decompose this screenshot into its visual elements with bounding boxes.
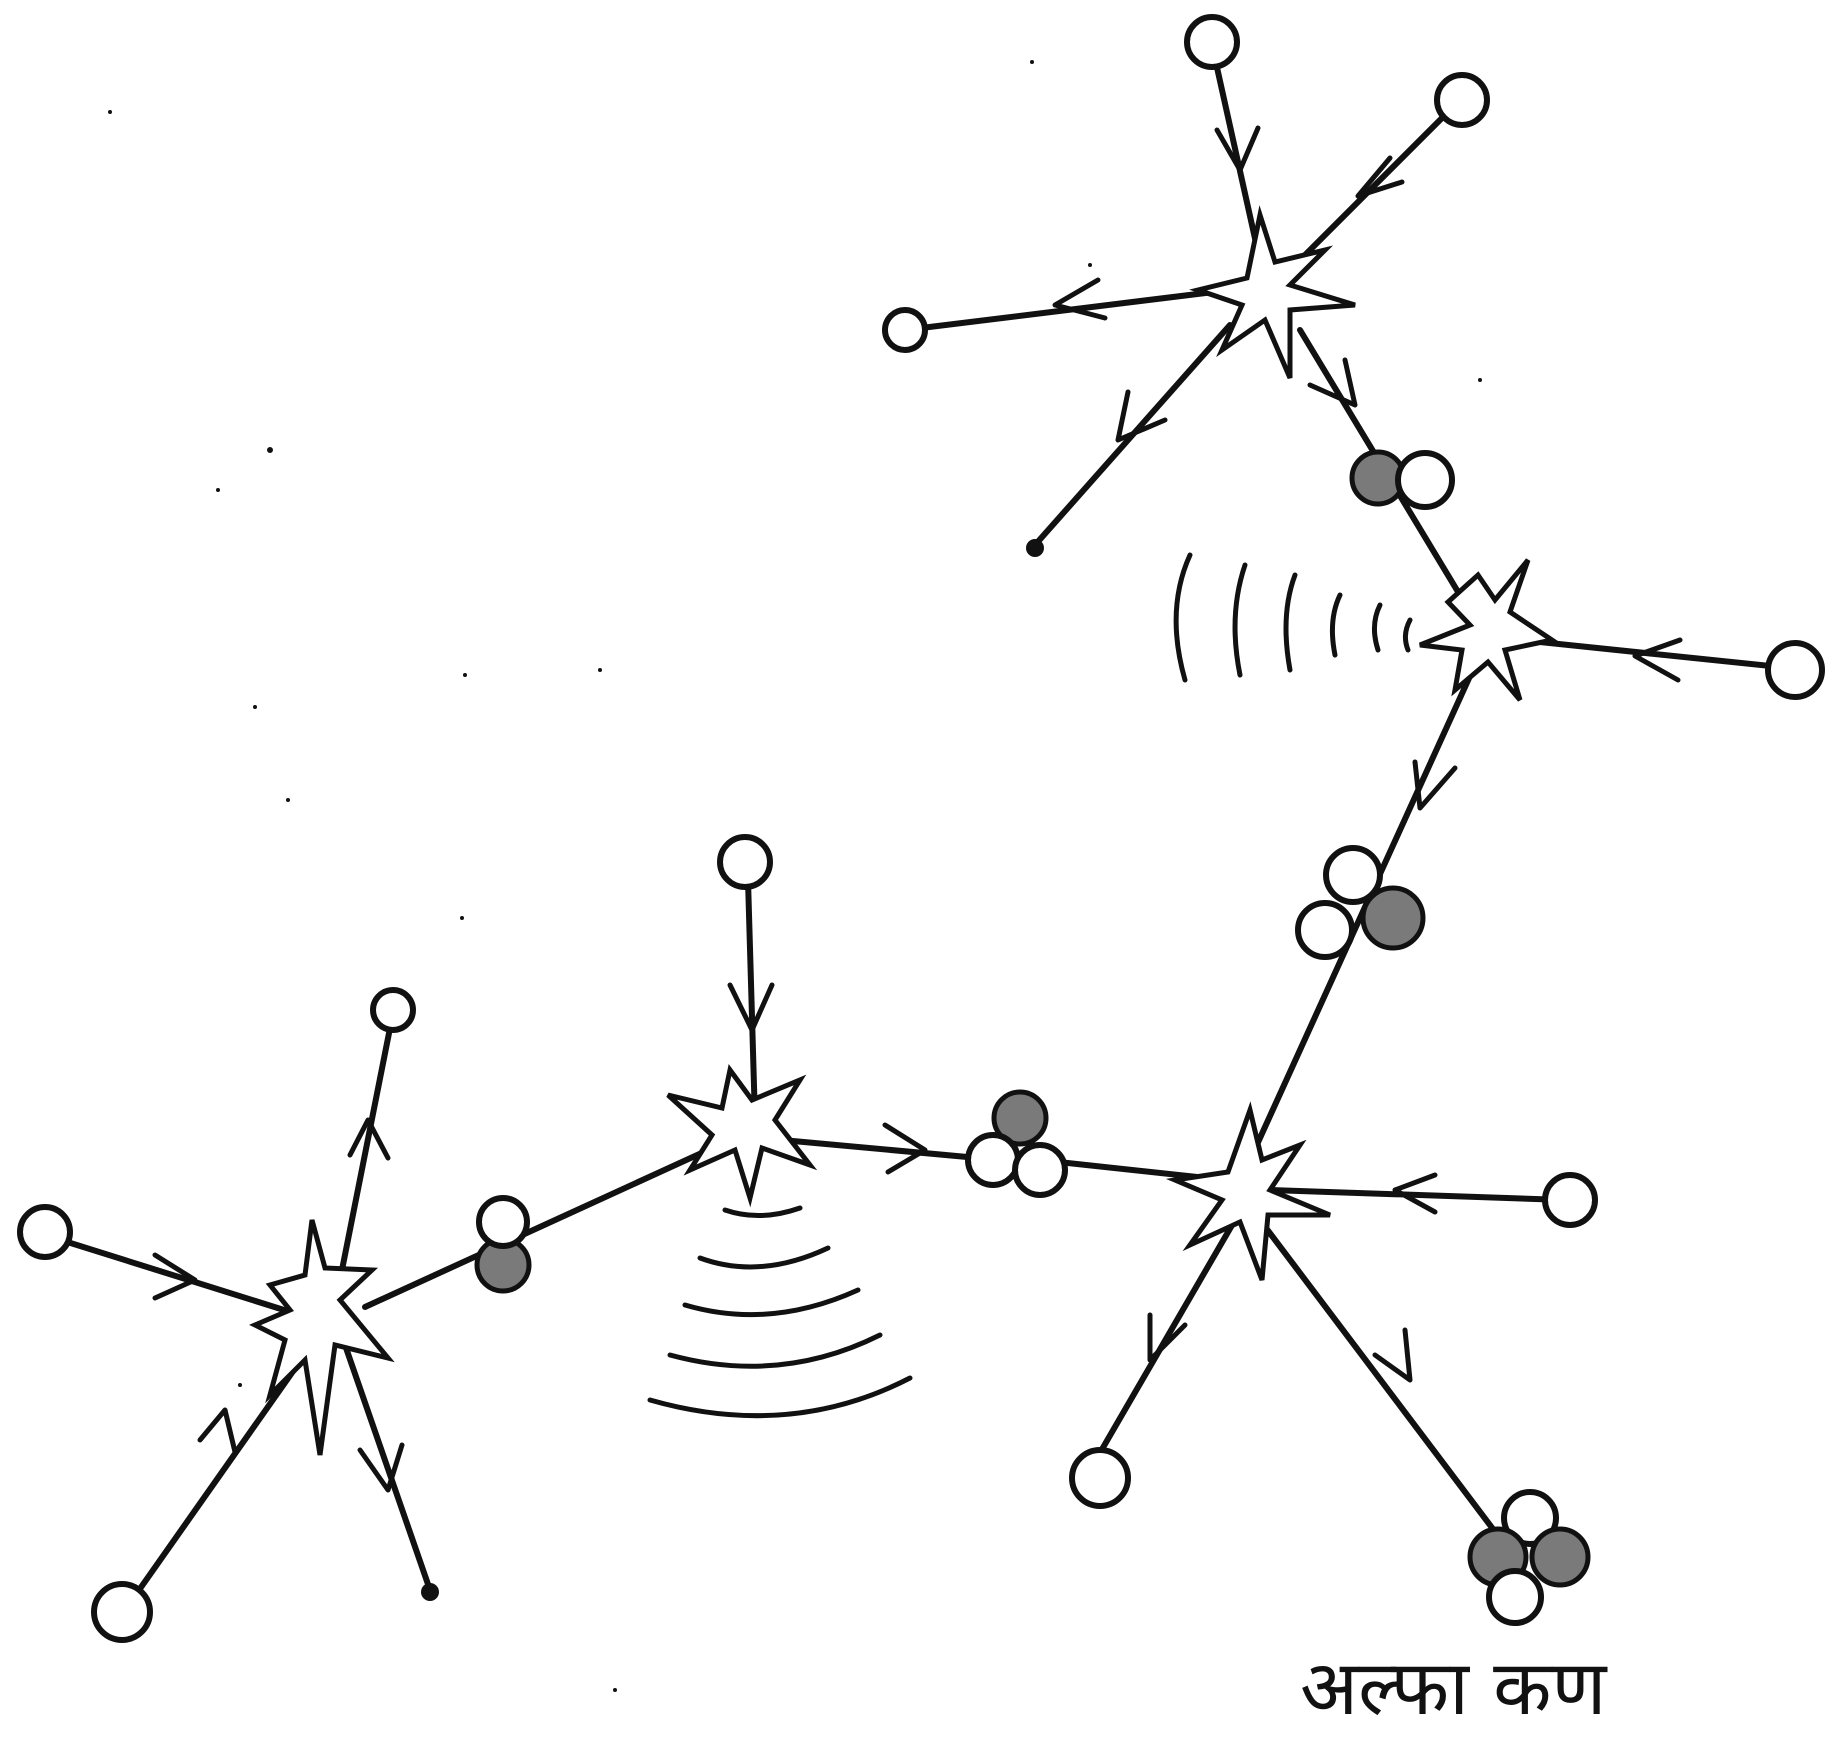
arrow-icon bbox=[1635, 640, 1680, 680]
small-particle-dot bbox=[1026, 539, 1044, 557]
deuterium-nucleus-lower bbox=[477, 1198, 529, 1291]
fusion-star-icon bbox=[1175, 1110, 1330, 1280]
small-particle-dot bbox=[421, 1583, 439, 1601]
proton-icon bbox=[20, 1207, 70, 1257]
proton-icon bbox=[885, 310, 925, 350]
alpha-particle-label: अल्फा कण bbox=[1300, 1650, 1606, 1726]
proton-icon bbox=[1398, 453, 1452, 507]
proton-icon bbox=[1298, 903, 1352, 957]
proton-icon bbox=[373, 990, 413, 1030]
arrow-icon bbox=[1118, 392, 1165, 440]
arrow-icon bbox=[200, 1410, 235, 1452]
deuterium-nucleus-upper bbox=[1352, 452, 1452, 507]
fusion-star-icon bbox=[1420, 560, 1552, 700]
fusion-star-bottom-right bbox=[1175, 1110, 1330, 1280]
arrow-icon bbox=[1375, 1330, 1410, 1380]
fusion-star-icon bbox=[1198, 215, 1355, 378]
helium3-nucleus-lower bbox=[968, 1092, 1065, 1195]
fusion-star-top bbox=[1198, 215, 1355, 378]
fusion-star-icon bbox=[668, 1070, 810, 1198]
proton-icon bbox=[1489, 1571, 1541, 1623]
neutron-icon bbox=[1363, 888, 1423, 948]
gamma-ray-waves-upper bbox=[1176, 555, 1410, 680]
fusion-star-middle bbox=[668, 1070, 810, 1198]
neutron-icon bbox=[1532, 1529, 1588, 1585]
free-protons bbox=[20, 17, 1822, 1640]
proton-icon bbox=[479, 1198, 527, 1246]
gamma-ray-waves-lower bbox=[650, 1208, 910, 1416]
proton-icon bbox=[1768, 643, 1822, 697]
proton-icon bbox=[94, 1584, 150, 1640]
proton-icon bbox=[1437, 75, 1487, 125]
proton-icon bbox=[1545, 1175, 1595, 1225]
proton-icon bbox=[720, 837, 770, 887]
proton-icon bbox=[968, 1135, 1018, 1185]
helium3-nucleus-upper bbox=[1298, 848, 1423, 957]
fusion-star-right bbox=[1420, 560, 1552, 700]
proton-icon bbox=[1072, 1450, 1128, 1506]
alpha-particle bbox=[1470, 1492, 1588, 1623]
proton-icon bbox=[1187, 17, 1237, 67]
proton-icon bbox=[1015, 1145, 1065, 1195]
